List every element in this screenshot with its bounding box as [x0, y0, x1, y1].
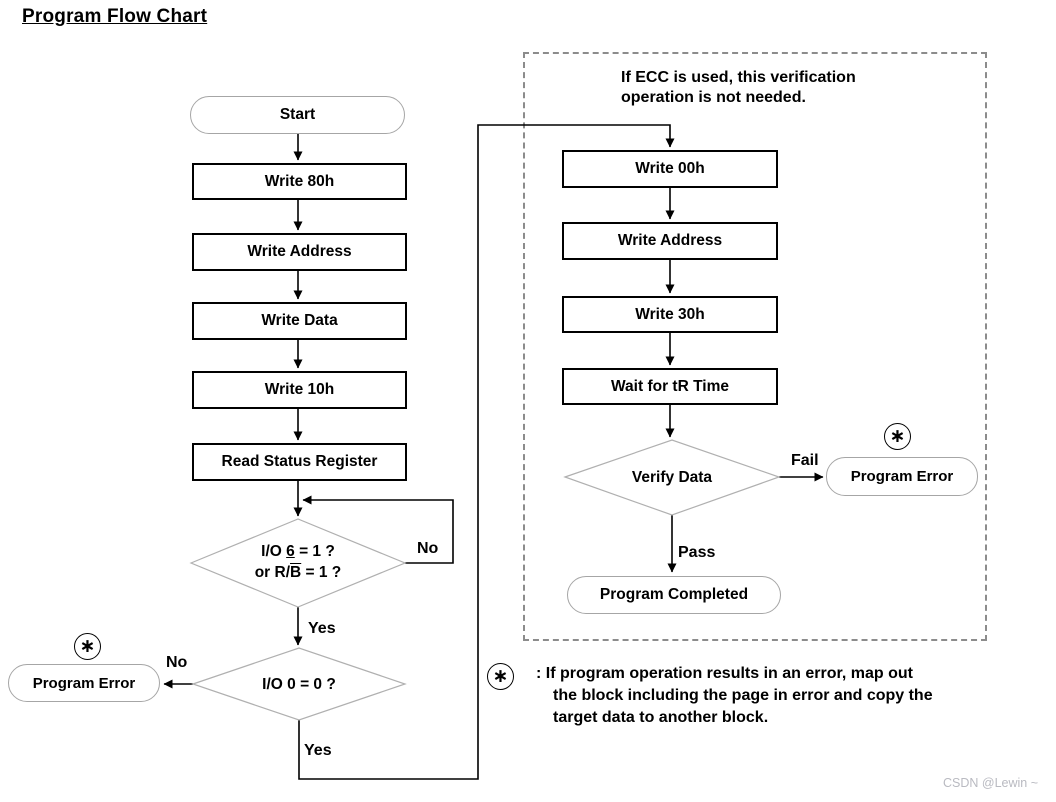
ecc-note-line1: If ECC is used, this verification [621, 69, 856, 86]
footnote-line2: the block including the page in error an… [553, 687, 933, 704]
wait-for-tr-time-node: Wait for tR Time [562, 368, 778, 405]
decision-io6-underlined: 6 [286, 543, 295, 560]
write-00h-node: Write 00h [562, 150, 778, 188]
edge-label-pass: Pass [678, 544, 716, 561]
footnote-line1: : If program operation results in an err… [536, 665, 913, 682]
edge-yes-to-write00h [298, 124, 675, 780]
write-data-node: Write Data [192, 302, 407, 340]
decision-io6-label: I/O 6 = 1 ? or R/B = 1 ? [198, 541, 398, 583]
decision-io6-line2: or R/B = 1 ? [198, 562, 398, 583]
write-80h-node: Write 80h [192, 163, 407, 200]
asterisk-circle-footnote: ∗ [487, 663, 514, 690]
write-address-node-right: Write Address [562, 222, 778, 260]
edge-no-loop [302, 495, 454, 564]
watermark: CSDN @Lewin ~ [942, 776, 1038, 790]
start-node: Start [190, 96, 405, 134]
decision-io6-overlined: B [290, 564, 302, 581]
verify-data-diamond [563, 439, 781, 516]
decision-io0-diamond [191, 647, 407, 721]
write-address-node-left: Write Address [192, 233, 407, 271]
ecc-note-line2: operation is not needed. [621, 89, 806, 106]
edge-label-no-loop: No [417, 540, 439, 557]
footnote-line3: target data to another block. [553, 709, 769, 726]
write-10h-node: Write 10h [192, 371, 407, 409]
edge-label-yes-busy: Yes [308, 620, 336, 637]
edge-label-yes-exit: Yes [304, 742, 332, 759]
asterisk-circle-left: ∗ [74, 633, 101, 660]
program-completed-node: Program Completed [567, 576, 781, 614]
asterisk-circle-right: ∗ [884, 423, 911, 450]
decision-io0-label: I/O 0 = 0 ? [262, 676, 336, 693]
program-error-node-left: Program Error [8, 664, 160, 702]
read-status-register-node: Read Status Register [192, 443, 407, 481]
decision-io6-line2-pre: or R/ [254, 564, 291, 581]
page-title: Program Flow Chart [22, 6, 208, 27]
decision-io6-line1-post: = 1 ? [294, 543, 335, 560]
decision-io6-line1: I/O 6 = 1 ? [198, 541, 398, 562]
verify-data-label: Verify Data [631, 469, 713, 486]
edge-label-fail: Fail [791, 452, 819, 469]
decision-io6-diamond [189, 518, 407, 608]
edge-label-no-error: No [166, 654, 188, 671]
program-error-node-right: Program Error [826, 457, 978, 496]
ecc-verification-dashed-box [523, 52, 987, 641]
decision-io6-line2-post: = 1 ? [301, 564, 342, 581]
write-30h-node: Write 30h [562, 296, 778, 333]
decision-io6-line1-pre: I/O [261, 543, 287, 560]
